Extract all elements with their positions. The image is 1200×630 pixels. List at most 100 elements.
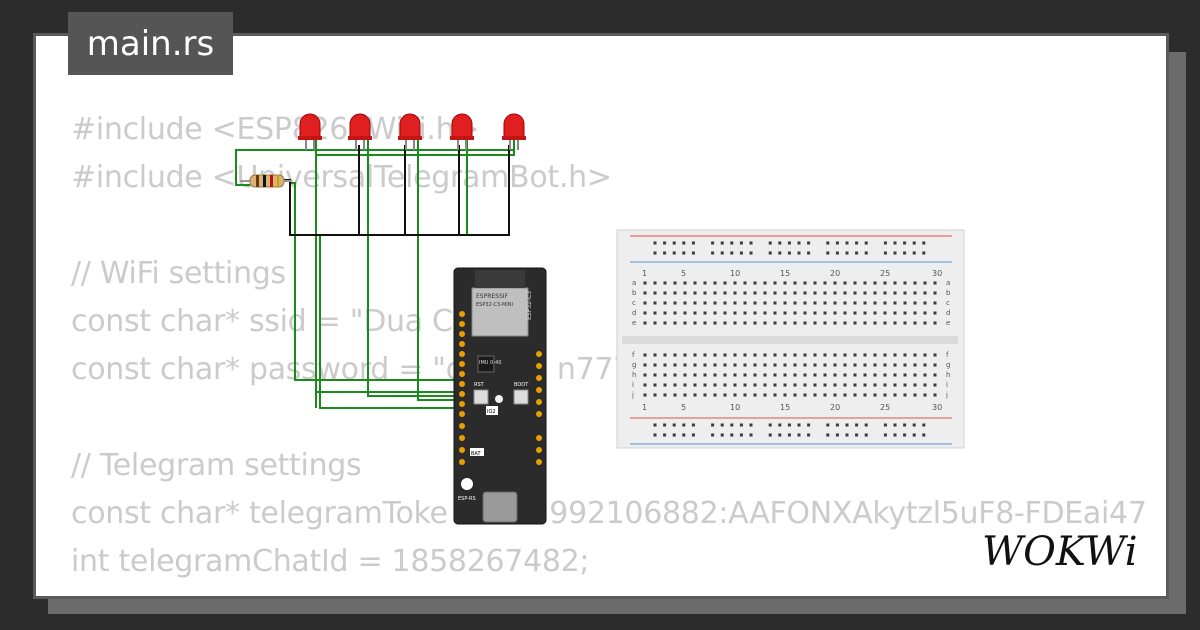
breadboard-hole[interactable] (723, 373, 727, 377)
breadboard-hole[interactable] (933, 311, 937, 315)
breadboard-hole[interactable] (711, 251, 715, 255)
breadboard-hole[interactable] (683, 363, 687, 367)
breadboard-hole[interactable] (883, 281, 887, 285)
breadboard-hole[interactable] (749, 241, 753, 245)
breadboard-hole[interactable] (923, 383, 927, 387)
breadboard-hole[interactable] (923, 301, 927, 305)
breadboard-hole[interactable] (933, 373, 937, 377)
breadboard-hole[interactable] (803, 321, 807, 325)
breadboard-hole[interactable] (803, 311, 807, 315)
breadboard-hole[interactable] (783, 383, 787, 387)
breadboard-hole[interactable] (893, 363, 897, 367)
breadboard-hole[interactable] (903, 251, 907, 255)
breadboard-hole[interactable] (823, 373, 827, 377)
breadboard-hole[interactable] (833, 373, 837, 377)
breadboard-hole[interactable] (713, 393, 717, 397)
breadboard-hole[interactable] (923, 321, 927, 325)
breadboard-hole[interactable] (855, 251, 859, 255)
breadboard-hole[interactable] (913, 301, 917, 305)
breadboard-hole[interactable] (653, 281, 657, 285)
breadboard-hole[interactable] (793, 281, 797, 285)
breadboard-hole[interactable] (643, 321, 647, 325)
breadboard-hole[interactable] (913, 393, 917, 397)
breadboard-hole[interactable] (845, 433, 849, 437)
breadboard-hole[interactable] (733, 353, 737, 357)
breadboard-hole[interactable] (813, 363, 817, 367)
breadboard-hole[interactable] (823, 393, 827, 397)
breadboard-hole[interactable] (749, 423, 753, 427)
breadboard-hole[interactable] (763, 291, 767, 295)
breadboard-hole[interactable] (863, 311, 867, 315)
breadboard-hole[interactable] (672, 423, 676, 427)
breadboard-hole[interactable] (753, 363, 757, 367)
breadboard-hole[interactable] (773, 373, 777, 377)
breadboard-hole[interactable] (823, 281, 827, 285)
breadboard-hole[interactable] (813, 301, 817, 305)
breadboard-hole[interactable] (883, 291, 887, 295)
breadboard-hole[interactable] (723, 383, 727, 387)
breadboard-hole[interactable] (663, 373, 667, 377)
breadboard-hole[interactable] (713, 321, 717, 325)
breadboard-hole[interactable] (753, 311, 757, 315)
breadboard-hole[interactable] (693, 291, 697, 295)
breadboard-hole[interactable] (933, 363, 937, 367)
breadboard-hole[interactable] (883, 363, 887, 367)
breadboard-hole[interactable] (673, 301, 677, 305)
breadboard-hole[interactable] (753, 373, 757, 377)
breadboard-hole[interactable] (773, 353, 777, 357)
breadboard-hole[interactable] (673, 291, 677, 295)
breadboard-hole[interactable] (893, 241, 897, 245)
breadboard-hole[interactable] (922, 241, 926, 245)
breadboard-hole[interactable] (682, 241, 686, 245)
breadboard-hole[interactable] (693, 281, 697, 285)
resistor[interactable] (240, 174, 292, 188)
breadboard-hole[interactable] (723, 353, 727, 357)
breadboard-hole[interactable] (797, 423, 801, 427)
breadboard-hole[interactable] (923, 311, 927, 315)
breadboard-hole[interactable] (713, 311, 717, 315)
breadboard-hole[interactable] (691, 241, 695, 245)
breadboard-hole[interactable] (813, 291, 817, 295)
breadboard-hole[interactable] (923, 363, 927, 367)
breadboard-hole[interactable] (903, 393, 907, 397)
breadboard-hole[interactable] (864, 251, 868, 255)
breadboard-hole[interactable] (853, 291, 857, 295)
breadboard-hole[interactable] (653, 321, 657, 325)
breadboard-hole[interactable] (673, 383, 677, 387)
breadboard-hole[interactable] (763, 363, 767, 367)
breadboard-hole[interactable] (663, 251, 667, 255)
breadboard-hole[interactable] (672, 251, 676, 255)
breadboard-hole[interactable] (807, 423, 811, 427)
breadboard-hole[interactable] (753, 321, 757, 325)
breadboard-hole[interactable] (823, 311, 827, 315)
breadboard-hole[interactable] (693, 373, 697, 377)
breadboard-hole[interactable] (793, 353, 797, 357)
file-tab[interactable]: main.rs (68, 12, 233, 75)
breadboard-hole[interactable] (803, 353, 807, 357)
breadboard-hole[interactable] (733, 301, 737, 305)
breadboard-hole[interactable] (833, 363, 837, 367)
breadboard-hole[interactable] (823, 353, 827, 357)
breadboard-hole[interactable] (873, 363, 877, 367)
breadboard-hole[interactable] (673, 393, 677, 397)
breadboard-hole[interactable] (793, 363, 797, 367)
breadboard-hole[interactable] (863, 281, 867, 285)
breadboard-hole[interactable] (643, 373, 647, 377)
breadboard-hole[interactable] (853, 281, 857, 285)
breadboard-hole[interactable] (833, 353, 837, 357)
breadboard-hole[interactable] (703, 373, 707, 377)
breadboard-hole[interactable] (913, 321, 917, 325)
breadboard-hole[interactable] (643, 363, 647, 367)
breadboard-hole[interactable] (863, 301, 867, 305)
breadboard-hole[interactable] (853, 383, 857, 387)
breadboard-hole[interactable] (873, 321, 877, 325)
breadboard-hole[interactable] (753, 291, 757, 295)
breadboard-hole[interactable] (913, 383, 917, 387)
breadboard-hole[interactable] (703, 301, 707, 305)
breadboard-hole[interactable] (903, 423, 907, 427)
breadboard-hole[interactable] (723, 321, 727, 325)
breadboard-hole[interactable] (653, 433, 657, 437)
breadboard-hole[interactable] (922, 251, 926, 255)
breadboard-hole[interactable] (863, 291, 867, 295)
breadboard-hole[interactable] (833, 301, 837, 305)
